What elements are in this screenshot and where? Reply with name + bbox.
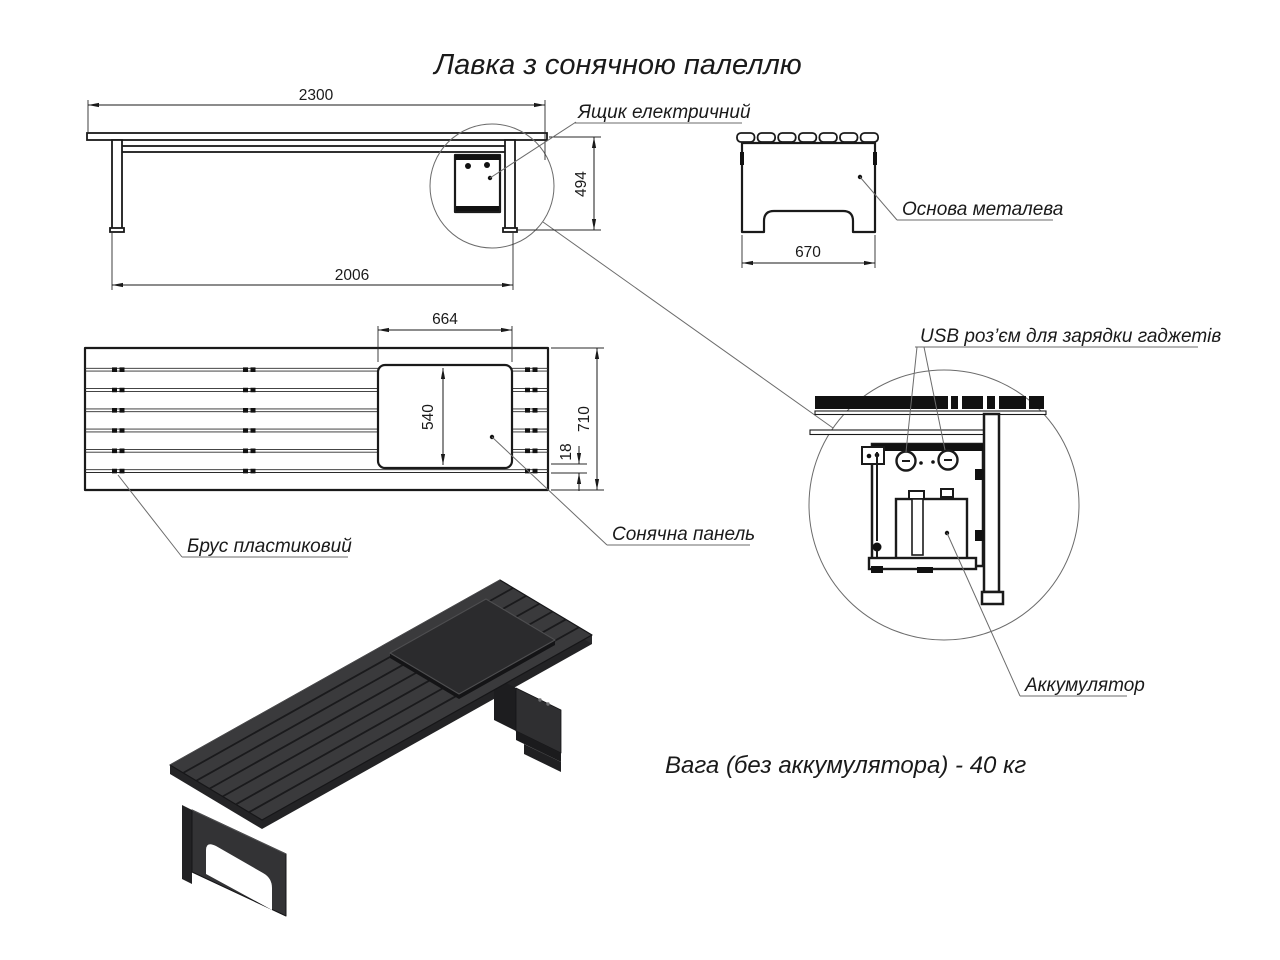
end-slats	[736, 132, 879, 143]
detail-battery	[894, 488, 969, 564]
screw-dot	[484, 162, 490, 168]
detail-wire	[872, 452, 882, 560]
dim-710-text: 710	[576, 406, 593, 432]
end-base	[740, 141, 877, 234]
detail-balloon-circle	[429, 123, 555, 249]
usb-ports	[895, 449, 959, 472]
isometric-view	[169, 579, 593, 917]
label-usb: USB роз’єм для зарядки гаджетів	[905, 326, 1221, 453]
dim-664: 664	[377, 311, 513, 362]
dim-540: 540	[420, 368, 446, 465]
top-slat-gaps	[85, 367, 548, 473]
side-electrical-box	[453, 153, 502, 214]
dim-664-text: 664	[432, 311, 458, 328]
detail-view: USB роз’єм для зарядки гаджетів Аккумуля…	[808, 326, 1221, 697]
dim-494-text: 494	[573, 171, 590, 197]
dim-670-text: 670	[795, 244, 821, 261]
end-view: 670 Основа металева	[736, 132, 1063, 268]
side-under-rail	[119, 145, 509, 153]
weight-note: Вага (без аккумулятора) - 40 кг	[665, 752, 1026, 779]
dim-2006-text: 2006	[335, 267, 369, 284]
dim-540-text: 540	[420, 404, 437, 430]
detail-connector-line	[542, 221, 834, 429]
detail-seat-section	[809, 396, 1047, 436]
side-right-leg	[504, 139, 516, 231]
side-left-foot	[109, 227, 125, 233]
side-view: 2300 494 2006 Ящик електричний	[86, 87, 834, 429]
label-battery-text: Аккумулятор	[1024, 675, 1145, 696]
iso-seat-front-face	[262, 635, 592, 829]
label-electrical-box-text: Ящик електричний	[577, 102, 751, 123]
detail-bracket	[861, 446, 885, 465]
dim-670: 670	[741, 235, 876, 268]
detail-leg	[982, 412, 1001, 594]
label-electrical-box: Ящик електричний	[487, 102, 751, 181]
label-solar-panel: Сонячна панель	[489, 434, 755, 546]
dim-18-text: 18	[558, 443, 575, 460]
label-metal-base-text: Основа металева	[902, 199, 1063, 220]
end-clip-left	[740, 152, 744, 165]
label-usb-text: USB роз’єм для зарядки гаджетів	[920, 326, 1221, 347]
label-battery: Аккумулятор	[944, 530, 1145, 697]
label-solar-panel-text: Сонячна панель	[612, 524, 755, 545]
iso-seat-near-face	[170, 765, 262, 829]
iso-left-leg	[182, 805, 287, 917]
end-clip-right	[873, 152, 877, 165]
side-seat-board	[86, 132, 548, 141]
detail-circle	[808, 369, 1080, 641]
dim-18: 18	[551, 443, 587, 491]
dim-2300: 2300	[87, 87, 546, 160]
label-plastic-beam: Брус пластиковий	[117, 474, 352, 558]
screw-dot	[538, 698, 542, 702]
iso-solar-panel	[389, 598, 556, 699]
dim-2300-text: 2300	[299, 87, 334, 104]
side-left-leg	[111, 139, 123, 231]
side-right-foot	[502, 227, 518, 233]
detail-box-top	[872, 444, 983, 451]
dim-494: 494	[517, 136, 601, 231]
drawing-title: Лавка з сонячною палеллю	[432, 49, 801, 81]
screw-dot	[546, 702, 550, 706]
iso-electrical-box	[494, 677, 562, 772]
label-plastic-beam-text: Брус пластиковий	[187, 536, 352, 557]
top-solar-panel	[376, 363, 514, 470]
screw-dot	[465, 163, 471, 169]
top-view: 664 540 710 18 Брус пластиковий	[83, 311, 755, 558]
top-screw-marks	[112, 367, 538, 474]
dim-710: 710	[551, 347, 604, 491]
dim-2006: 2006	[111, 233, 514, 290]
label-metal-base: Основа металева	[857, 174, 1063, 221]
detail-leg-foot	[980, 590, 1005, 606]
